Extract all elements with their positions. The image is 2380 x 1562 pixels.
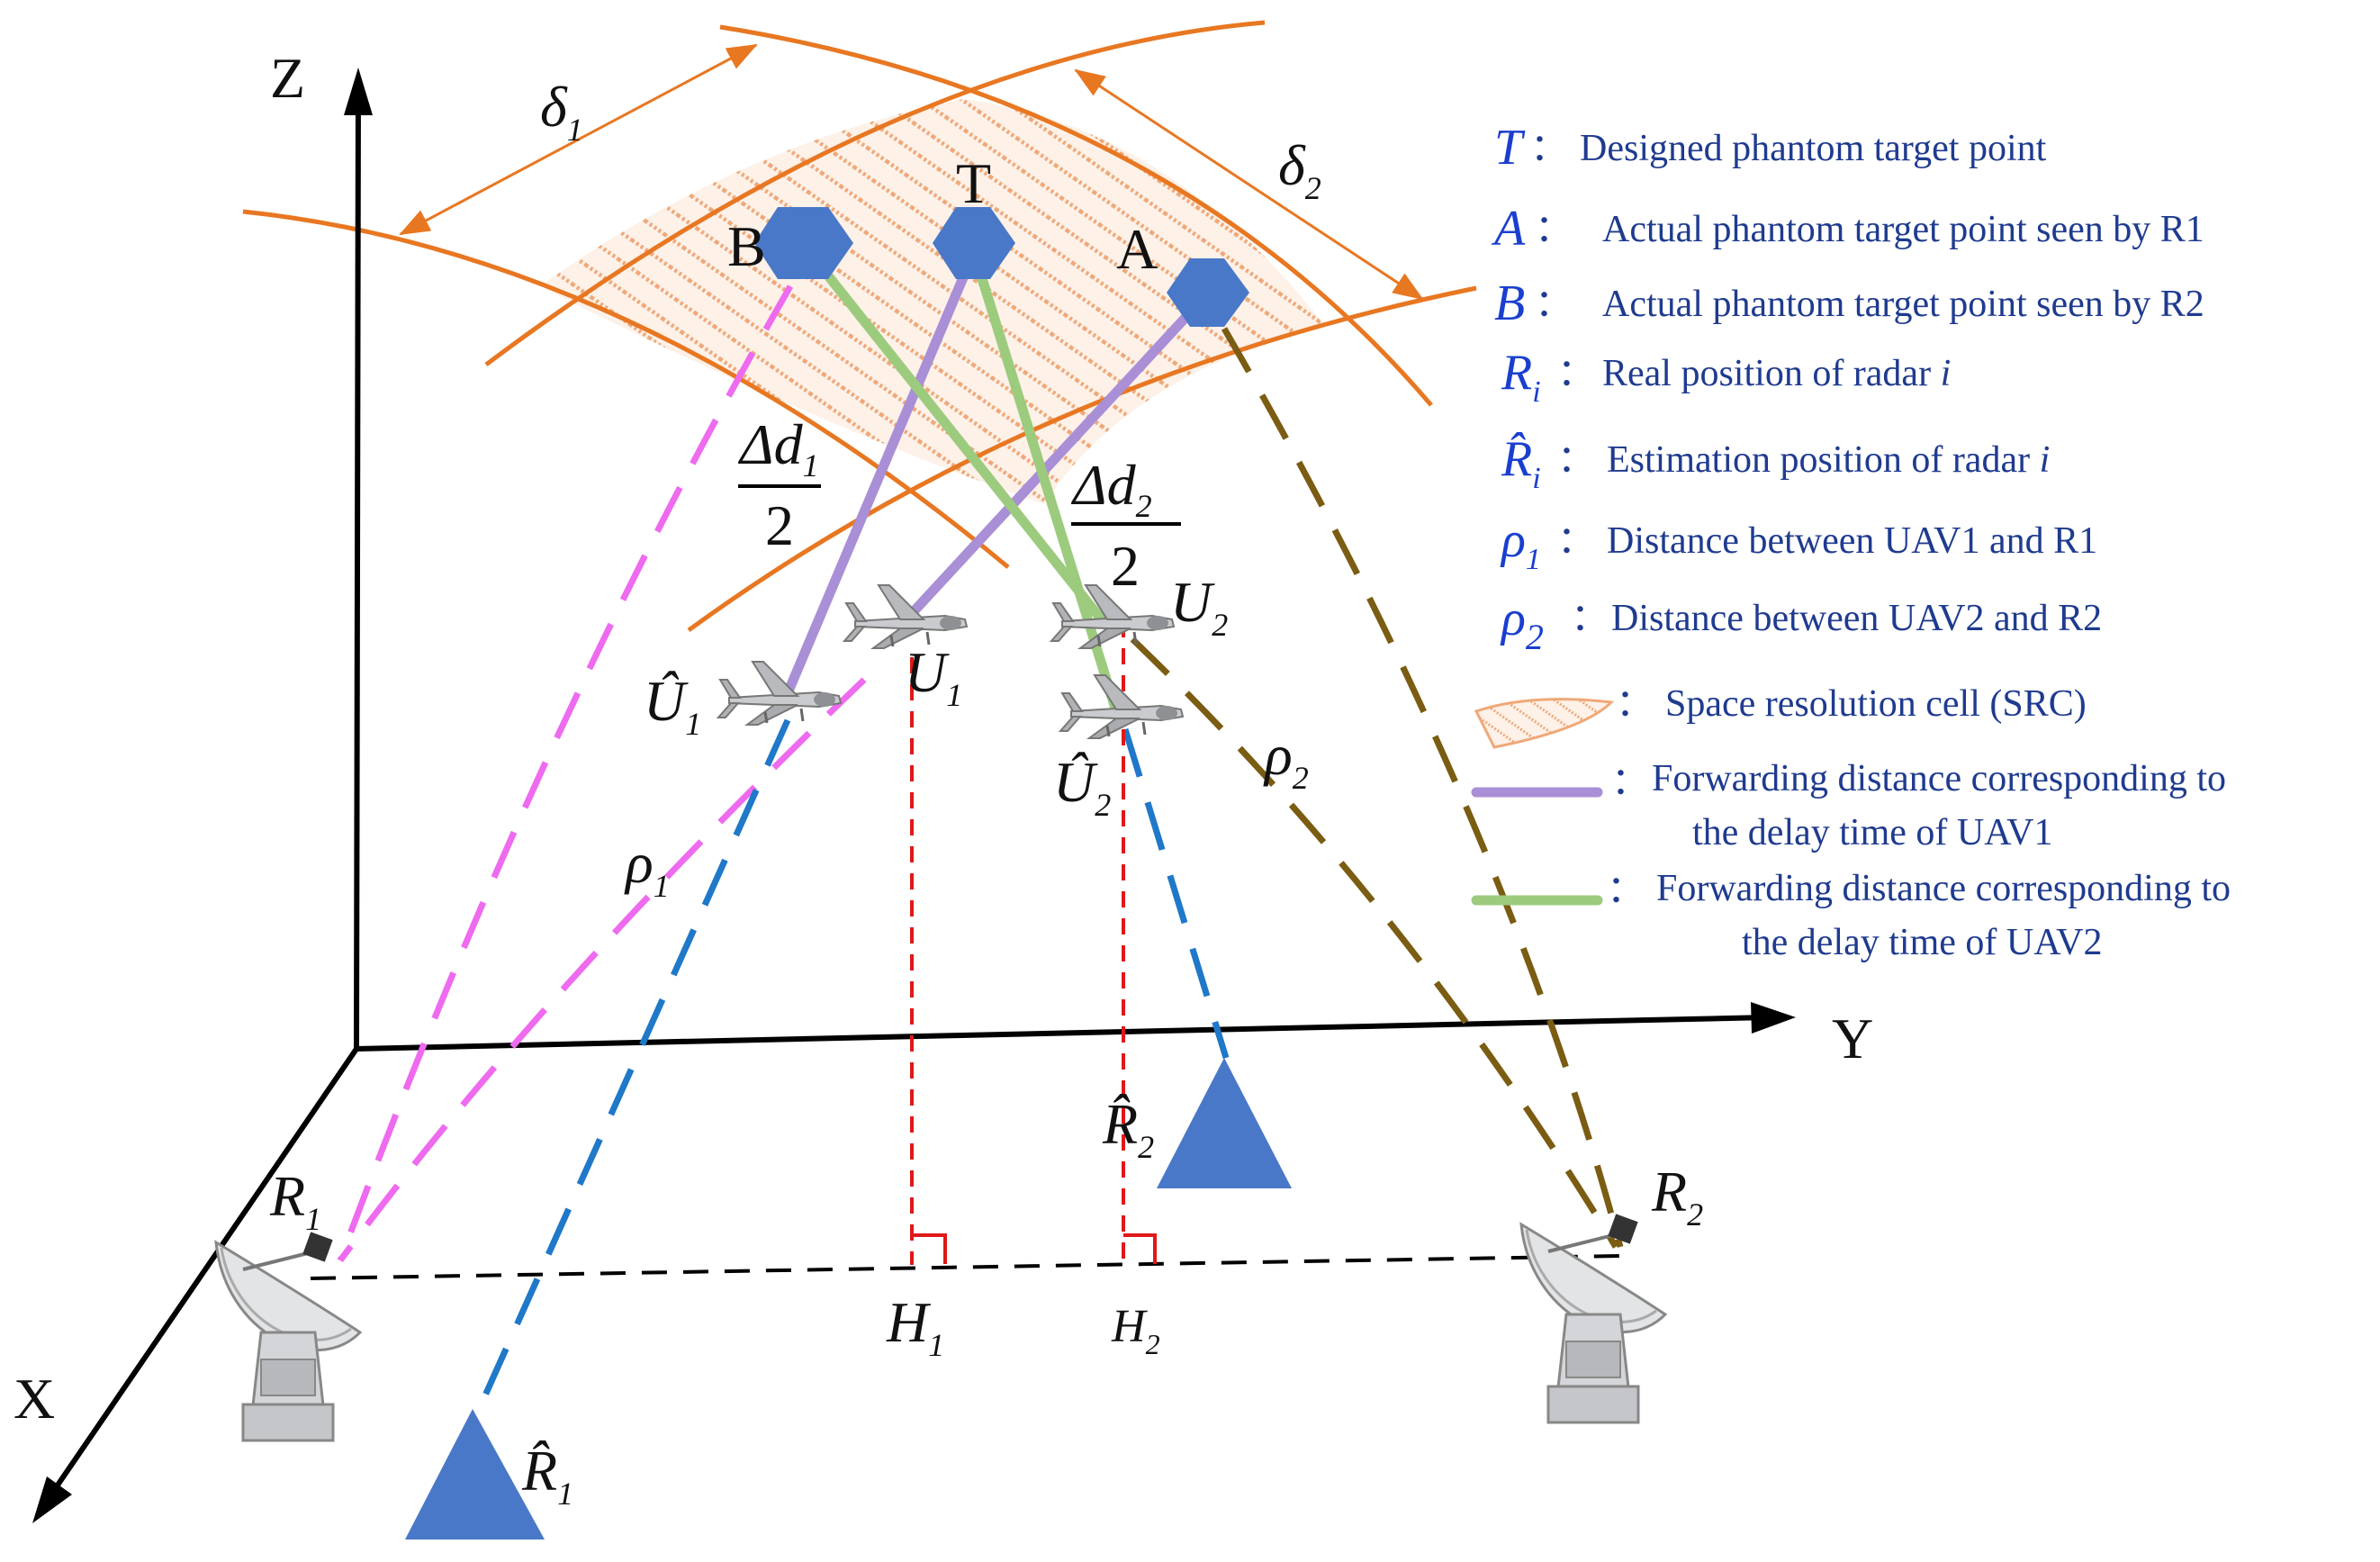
svg-text:Distance between UAV1 and R1: Distance between UAV1 and R1 [1607,520,2097,562]
legend-item-rho2: ρ2 ： Distance between UAV2 and R2 [1500,591,2102,657]
target-t-label: T [956,151,991,215]
svg-text:Estimation position of radar: Estimation position of radar i [1607,439,2050,481]
u2hat-to-r2hat-dash [1122,727,1230,1060]
axes [42,89,1770,1505]
svg-text:A: A [1491,201,1526,257]
h2-label: H2 [1111,1301,1160,1360]
target-a-marker [1167,258,1249,327]
svg-text:：: ： [1611,762,1649,803]
svg-text:the delay time of UAV2: the delay time of UAV2 [1742,922,2102,963]
svg-text:Distance between UAV2 and R2: Distance between UAV2 and R2 [1611,598,2102,639]
delta1-arrow [399,43,758,236]
svg-text:Forwarding distance correspond: Forwarding distance corresponding to [1652,758,2226,799]
svg-text:：: ： [1607,870,1645,911]
svg-text:：: ： [1557,439,1595,481]
legend-item-t: T ： Designed phantom target point [1494,120,2047,176]
target-t-marker [933,207,1015,279]
u1-label: U1 [905,640,962,713]
svg-text:：: ： [1616,683,1654,725]
svg-text:ρ2: ρ2 [1500,591,1544,657]
b-to-r1-dash [337,284,794,1262]
svg-text:Forwarding distance correspond: Forwarding distance corresponding to [1656,868,2231,909]
svg-text:T: T [1494,120,1526,176]
svg-text:Designed phantom target point: Designed phantom target point [1580,128,2047,169]
legend-item-b: B ： Actual phantom target point seen by … [1494,275,2204,331]
u2-hat-label: Û2 [1053,750,1111,823]
svg-text:：: ： [1557,520,1595,562]
svg-text:the delay time of UAV1: the delay time of UAV1 [1692,812,2052,853]
r2-estimate-marker [1157,1058,1292,1188]
u2-label: U2 [1170,570,1228,643]
svg-text:Actual phantom target point se: Actual phantom target point seen by R1 [1602,209,2204,250]
green-line-b-u2 [818,265,1108,627]
y-axis-arrowhead [1751,1002,1796,1034]
delta1-label: δ1 [540,75,583,148]
y-axis-label: Y [1832,1007,1873,1070]
svg-text:B: B [1494,275,1525,331]
legend-item-ri: Ri ： Real position of radar i [1501,345,1951,409]
delta-d2-fraction: Δd2 2 [1070,453,1181,598]
r1-hat-label: R̂1 [521,1439,573,1512]
u2-to-r2-dash [1130,637,1618,1249]
svg-text:Actual phantom target point se: Actual phantom target point seen by R2 [1602,284,2204,325]
svg-text:：: ： [1535,284,1573,325]
x-axis-label: X [14,1367,55,1431]
h2-right-angle [1123,1233,1157,1264]
uav1-icon [843,583,969,650]
purple-line-a-u1 [899,292,1210,627]
svg-text:Real position of radar i: Real position of radar i [1602,353,1951,394]
svg-text:：: ： [1571,598,1609,639]
x-axis-arrowhead [32,1476,72,1523]
legend: T ： Designed phantom target point A ： Ac… [1471,120,2231,963]
legend-item-src: ： Space resolution cell (SRC) [1474,683,2087,749]
u1hat-to-r1hat-dash [473,718,791,1415]
a-to-r2-dash [1221,327,1624,1248]
rho2-label: ρ2 [1263,723,1309,796]
svg-text:Δd1: Δd1 [737,412,819,483]
r1-label: R1 [269,1164,321,1237]
u1-to-r1-dash [338,677,867,1263]
legend-item-a: A ： Actual phantom target point seen by … [1491,201,2204,257]
legend-item-green-line: ： Forwarding distance corresponding to t… [1471,868,2231,963]
r2-hat-label: R̂2 [1102,1092,1154,1165]
target-a-label: A [1116,217,1158,281]
u1-hat-label: Û1 [644,669,701,742]
radar-baseline [310,1254,1621,1280]
svg-text:2: 2 [765,493,794,557]
svg-text:Space resolution cell (SRC): Space resolution cell (SRC) [1665,683,2087,725]
legend-item-rhat-i: R̂i ： Estimation position of radar i [1501,431,2050,495]
z-axis-label: Z [270,46,305,110]
green-line-t-u2hat [971,256,1122,717]
svg-text:Δd2: Δd2 [1070,453,1152,524]
radar1-icon [214,1230,362,1442]
h1-right-angle [912,1233,947,1264]
target-b-marker-body [767,207,853,279]
legend-item-rho1: ρ1 ： Distance between UAV1 and R1 [1500,512,2097,576]
radar2-icon [1519,1212,1667,1424]
rho1-label: ρ1 [624,831,670,904]
h1-label: H1 [886,1290,944,1363]
svg-text:：: ： [1557,353,1595,394]
src-swatch [1474,698,1615,749]
r2-label: R2 [1651,1160,1703,1232]
src-boundaries [242,20,1477,633]
r1-estimate-marker [405,1409,545,1539]
svg-text:2: 2 [1111,534,1140,598]
legend-item-purple-line: ： Forwarding distance corresponding to t… [1471,758,2226,853]
svg-text:R̂i: R̂i [1501,431,1541,495]
svg-text:ρ1: ρ1 [1500,512,1541,576]
z-axis-arrowhead [344,68,373,115]
svg-text:：: ： [1535,209,1573,250]
delta2-arrow [1074,68,1424,301]
svg-text:：: ： [1530,128,1568,169]
uav1-estimate-icon [717,660,843,727]
purple-line-b-u1hat [782,247,979,699]
target-b-label: B [727,214,766,278]
delta2-label: δ2 [1278,133,1321,206]
delta-d1-fraction: Δd1 2 [737,412,821,557]
svg-text:Ri: Ri [1501,345,1541,409]
